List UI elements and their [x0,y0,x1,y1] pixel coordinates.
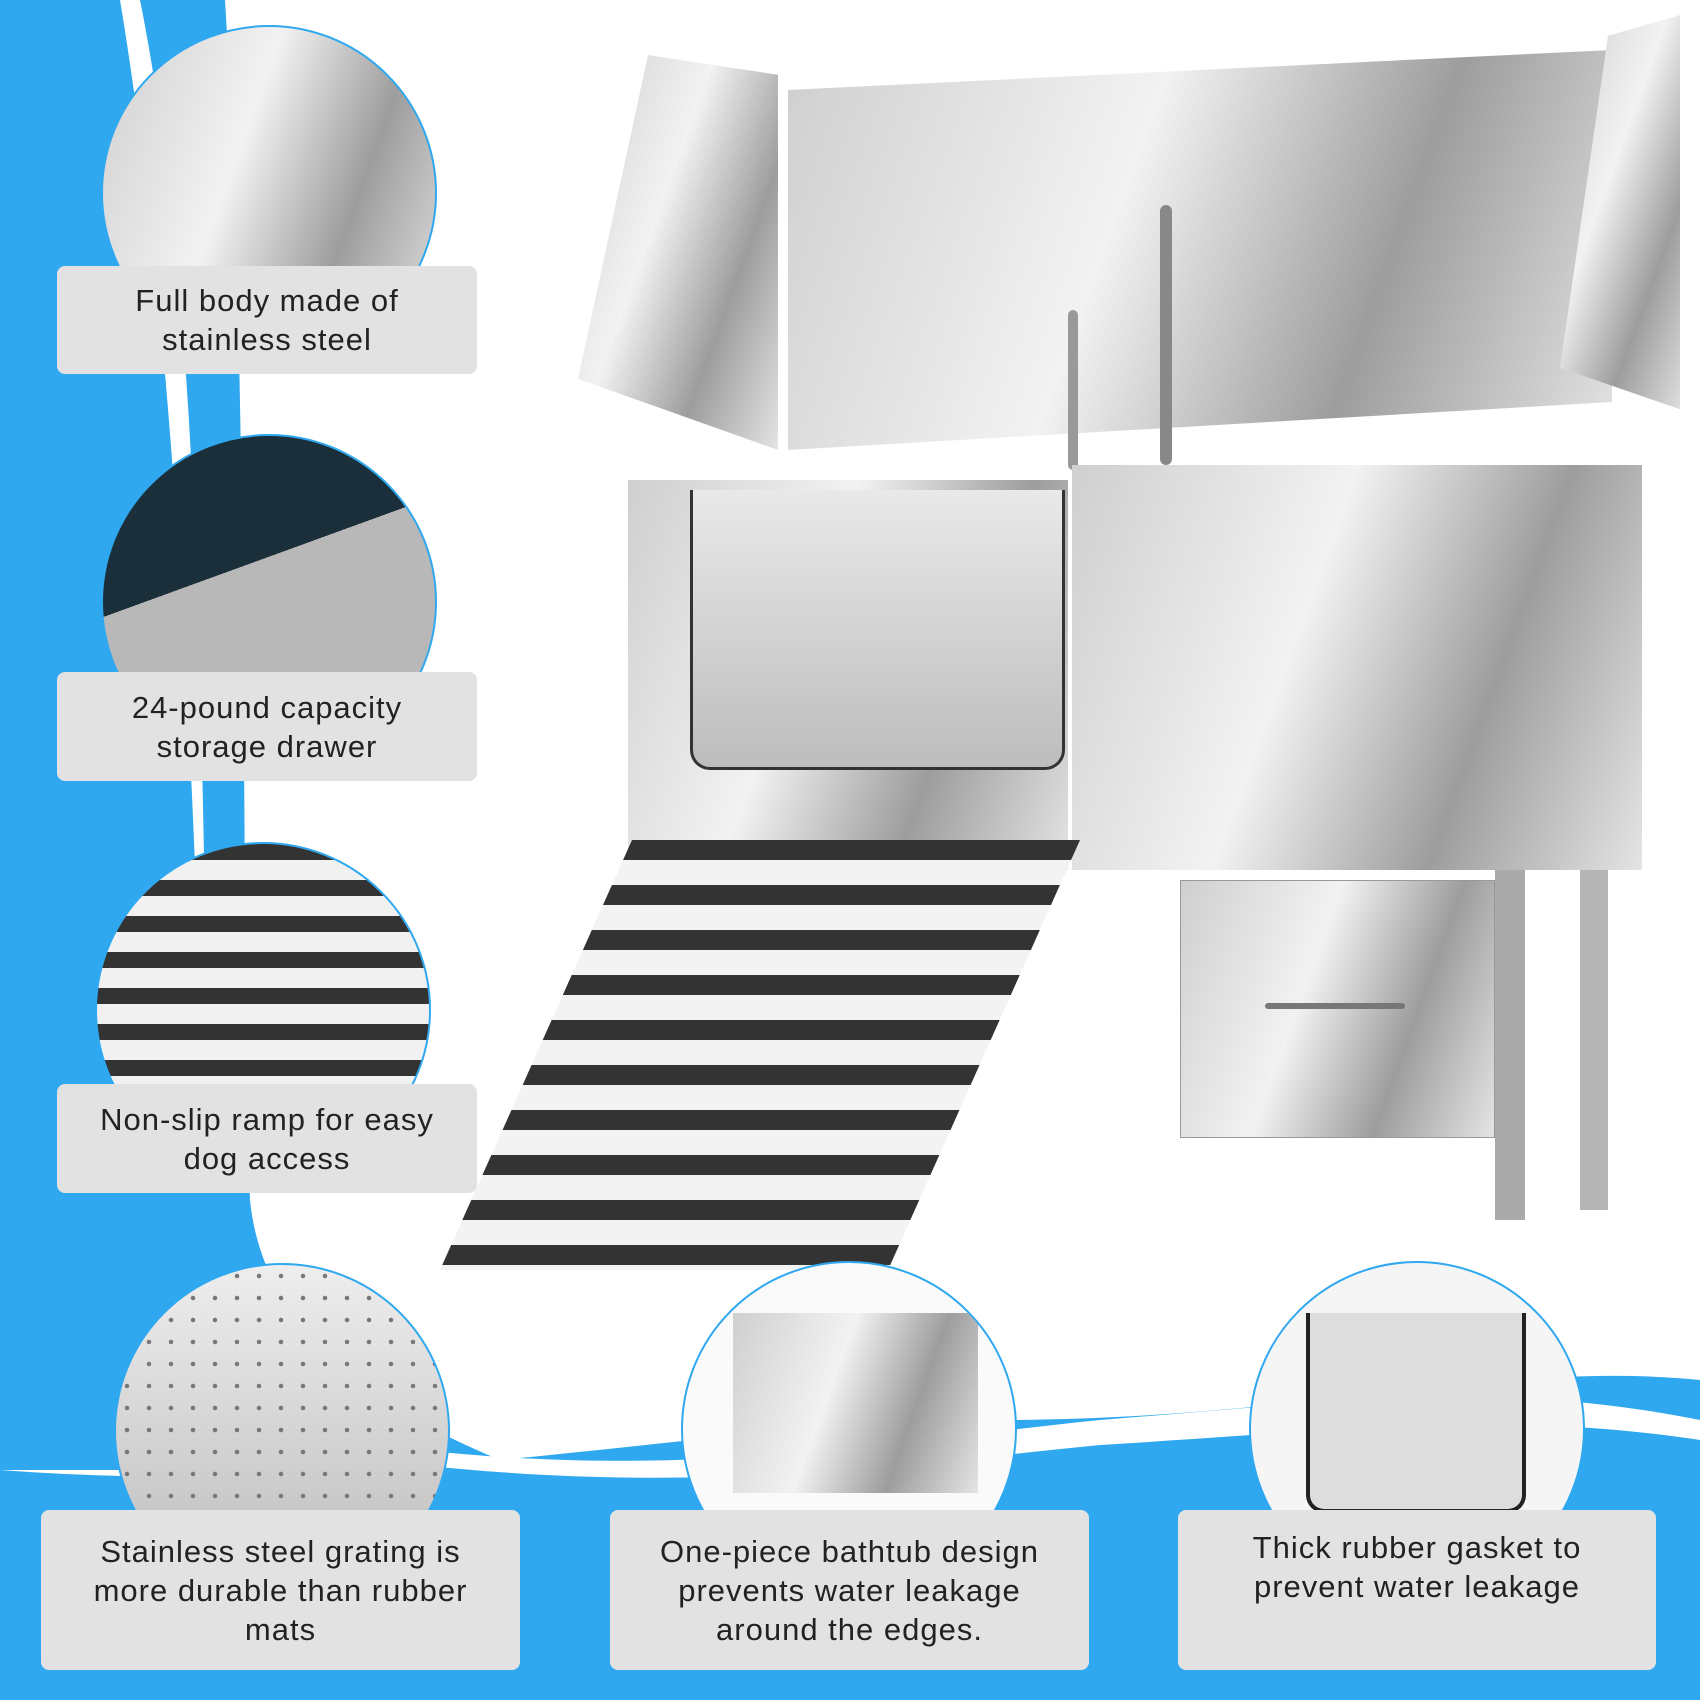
feature-caption: Stainless steel grating is more durable … [41,1510,520,1670]
leg [1495,870,1525,1220]
tub-right [1072,465,1642,870]
feature-caption: Thick rubber gasket to prevent water lea… [1178,1510,1656,1670]
leg [1580,870,1608,1210]
feature-caption: One-piece bathtub design prevents water … [610,1510,1089,1670]
feature-caption: 24-pound capacity storage drawer [57,672,477,781]
faucet [1160,205,1172,465]
storage-drawer [1180,880,1495,1138]
feature-caption: Non-slip ramp for easy dog access [57,1084,477,1193]
sprayer [1068,310,1078,470]
backsplash-panel [788,50,1612,450]
feature-caption: Full body made of stainless steel [57,266,477,374]
tub-door-window [690,490,1065,770]
drawer-handle [1265,1003,1405,1009]
